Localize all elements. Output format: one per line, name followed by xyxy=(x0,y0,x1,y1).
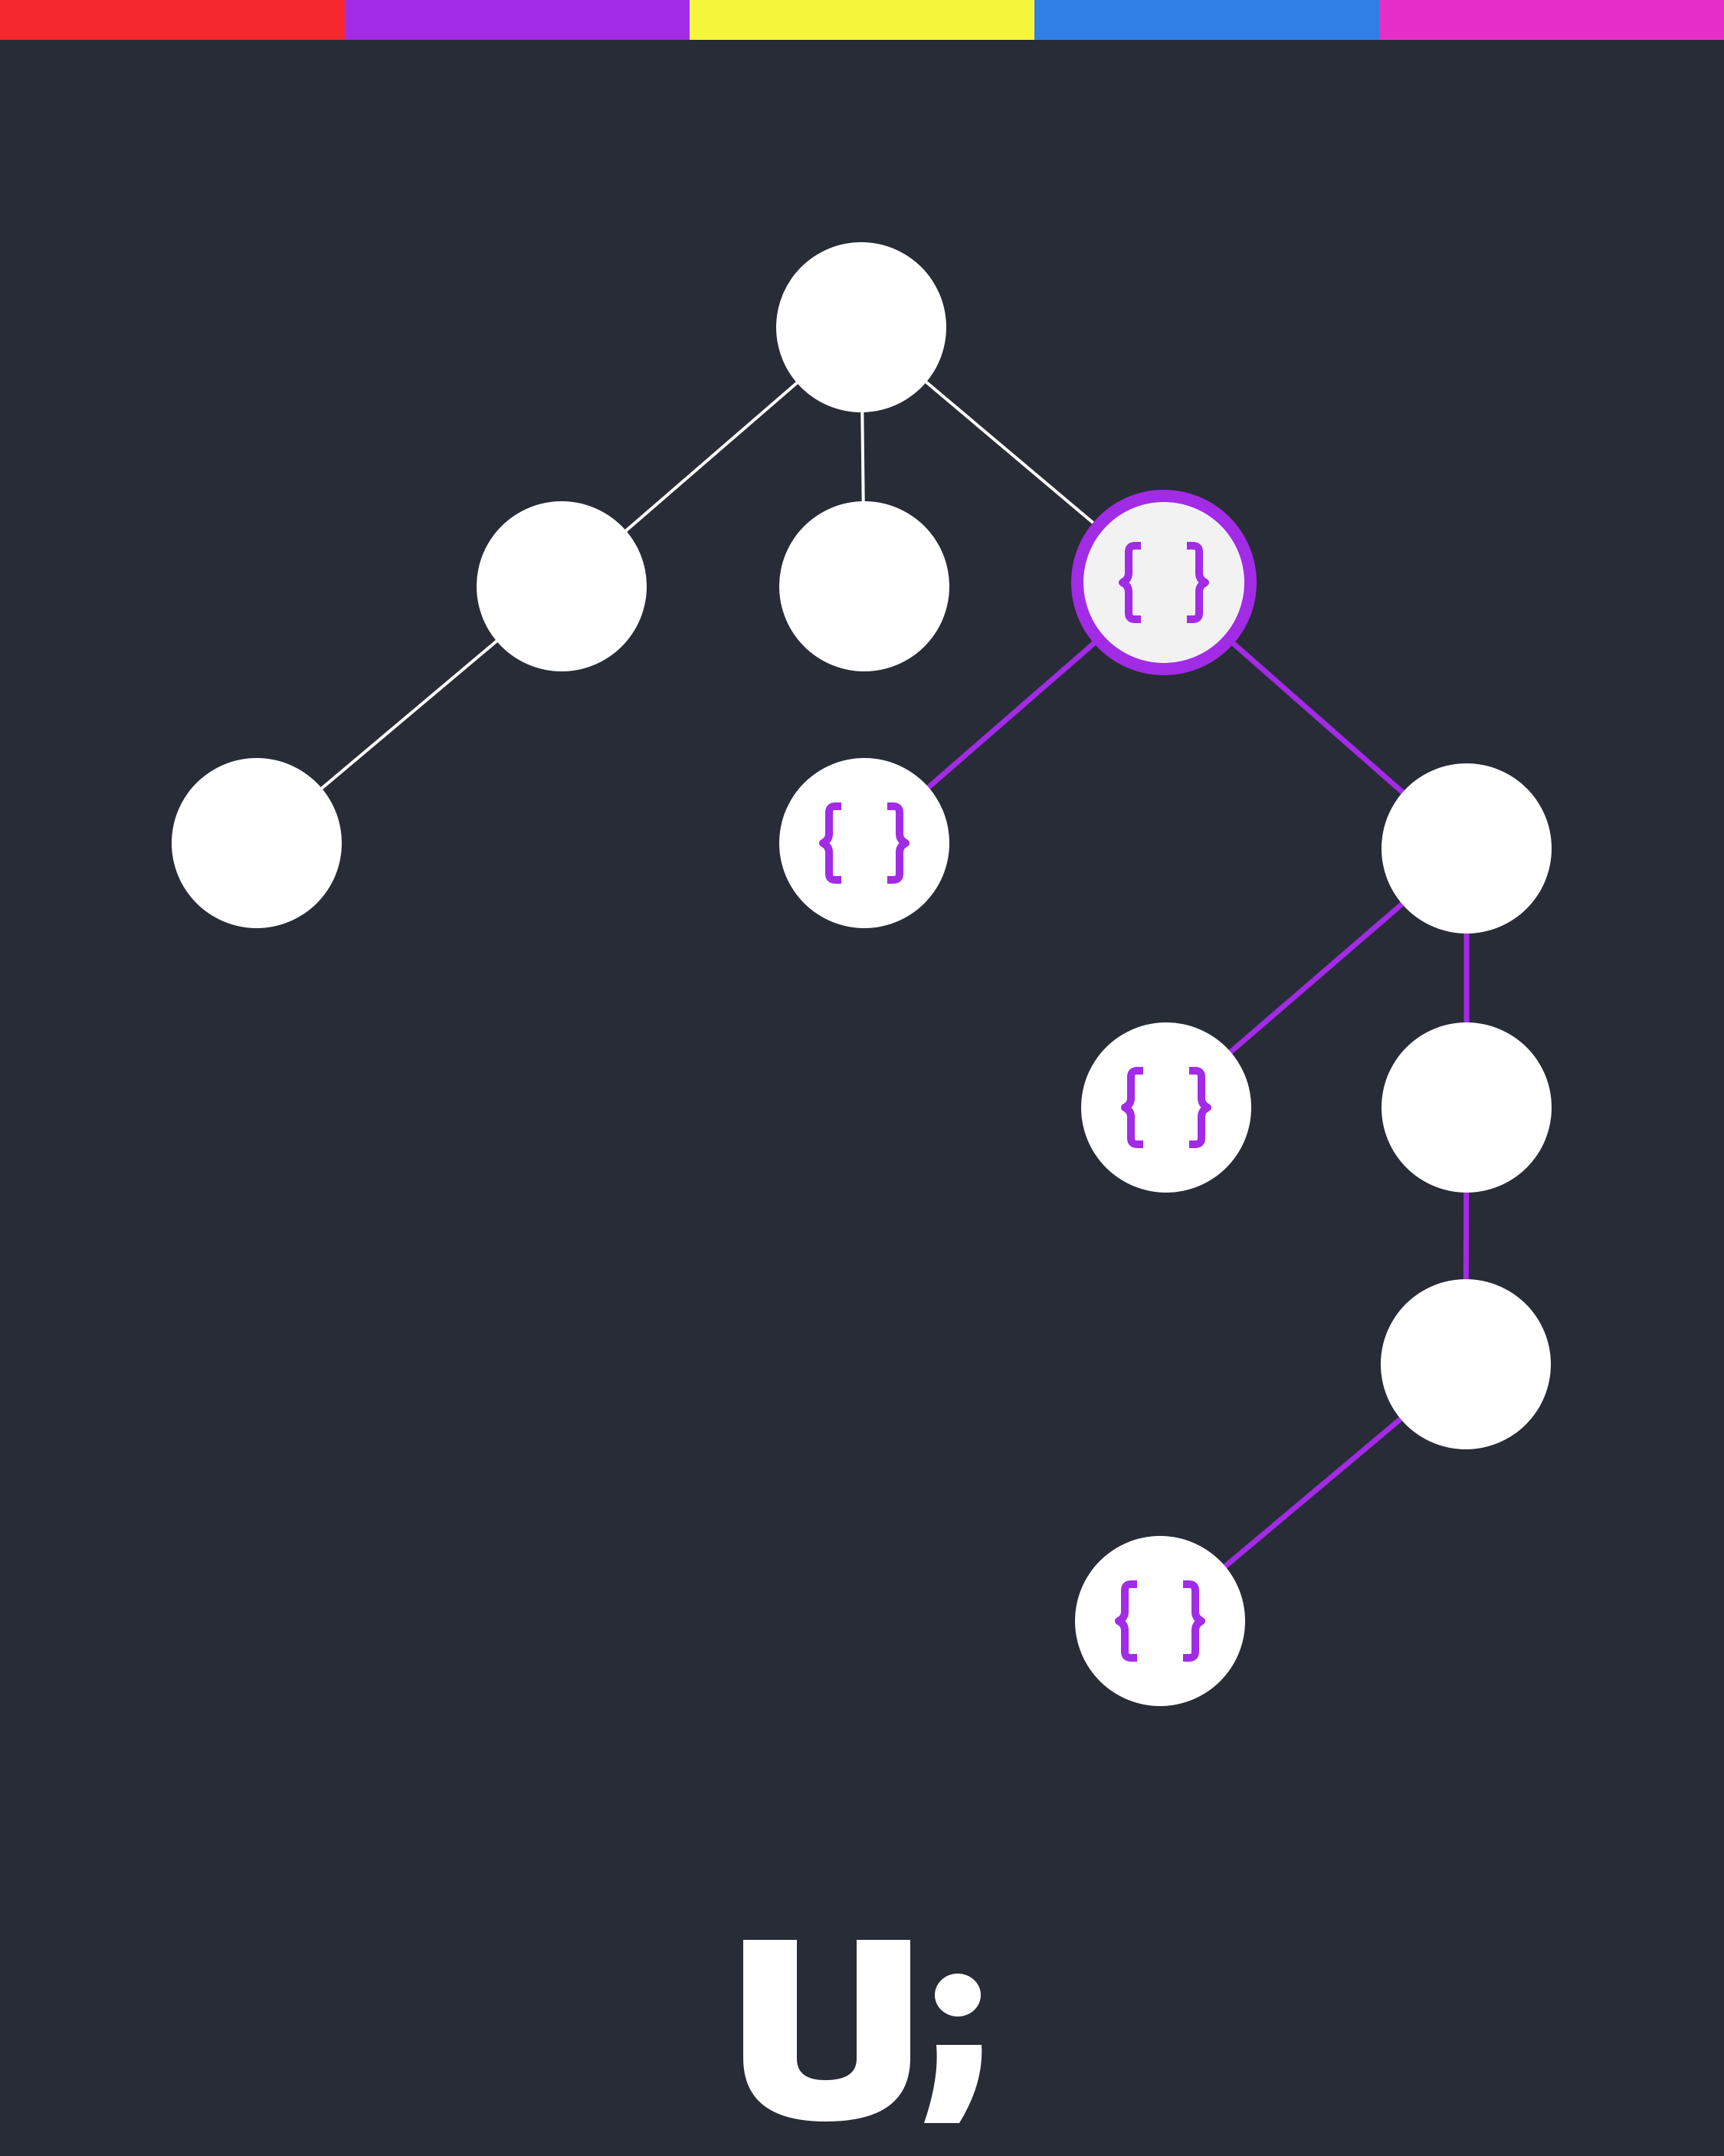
brace-left xyxy=(1121,1067,1143,1148)
brace-right xyxy=(1189,1067,1211,1148)
node-circle xyxy=(779,758,949,928)
brace-right xyxy=(1183,1580,1205,1662)
stripe-purple xyxy=(345,0,690,40)
node-circle xyxy=(1381,1022,1552,1193)
tree-node-c2[interactable] xyxy=(1381,763,1552,934)
node-circle xyxy=(1381,1279,1551,1449)
node-circle xyxy=(477,501,647,671)
node-circle xyxy=(172,758,342,928)
tree-node-c2b[interactable] xyxy=(1381,1022,1552,1193)
tree-node-c2b1a[interactable] xyxy=(1075,1536,1245,1706)
tree-node-a1[interactable] xyxy=(172,758,342,928)
tree-node-root[interactable] xyxy=(776,242,946,412)
braces-icon xyxy=(1121,1067,1211,1148)
stripe-red xyxy=(0,0,345,40)
node-circle xyxy=(779,501,949,671)
tree-node-b[interactable] xyxy=(779,501,949,671)
tree-node-c[interactable] xyxy=(1071,490,1257,675)
tree-node-c1[interactable] xyxy=(779,758,949,928)
brace-left xyxy=(1115,1580,1137,1662)
braces-icon xyxy=(1115,1580,1205,1662)
tree-node-a[interactable] xyxy=(477,501,647,671)
nodes-layer xyxy=(172,242,1552,1706)
brace-right xyxy=(1187,542,1209,623)
stripe-blue xyxy=(1034,0,1379,40)
braces-icon xyxy=(819,802,910,884)
tree-node-c2a[interactable] xyxy=(1081,1022,1251,1193)
node-circle xyxy=(1071,490,1257,675)
tree-node-c2b1[interactable] xyxy=(1381,1279,1551,1449)
color-stripe-bar xyxy=(0,0,1724,40)
node-circle xyxy=(1081,1022,1251,1193)
node-circle xyxy=(1381,763,1552,934)
stripe-yellow xyxy=(690,0,1034,40)
brace-left xyxy=(1119,542,1141,623)
braces-icon xyxy=(1119,542,1209,623)
stripe-pink xyxy=(1379,0,1724,40)
node-circle xyxy=(1075,1536,1245,1706)
brace-left xyxy=(819,802,841,884)
node-circle xyxy=(776,242,946,412)
brace-right xyxy=(887,802,910,884)
